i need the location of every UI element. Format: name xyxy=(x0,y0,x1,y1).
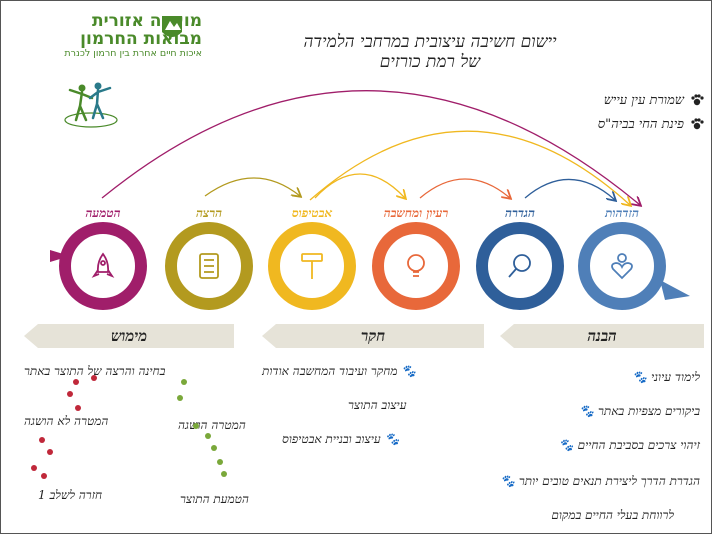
title-line1: יישום חשיבה עיצובית במרחבי הלמידה xyxy=(303,32,557,52)
list-item: לימוד עיוני 🐾 xyxy=(632,370,700,384)
process-diagram xyxy=(50,90,690,310)
stage-ring-define xyxy=(476,222,564,310)
logo-emblem xyxy=(162,16,182,37)
stage-ring-empathy xyxy=(578,222,690,310)
stage-label-ideate: רעיון ומחשבה xyxy=(383,206,449,220)
list-item: 🐾 מחקר ועיבוד המחשבה אודות xyxy=(262,364,417,378)
paw-icon: 🐾 xyxy=(401,364,417,378)
phase-band-research: חקר xyxy=(262,324,484,348)
arc-define-to-empathy xyxy=(524,178,615,200)
legend-label: פינת החי בביה"ס xyxy=(597,117,684,132)
checklist-icon xyxy=(199,253,219,279)
paw-icon: 🐾 xyxy=(632,370,648,384)
back-to-stage-1: חזרה לשלב 1 xyxy=(38,488,103,502)
paw-icon: 🐾 xyxy=(500,474,516,488)
paw-icon xyxy=(691,94,704,106)
phase-band-implementation: מימוש xyxy=(24,324,234,348)
paw-icon: 🐾 xyxy=(579,404,595,418)
logo-tagline: איכות חיים אחרת בין חרמון לכנרת xyxy=(64,48,202,59)
stage-ring-rollout xyxy=(50,222,147,310)
lightbulb-icon xyxy=(407,254,425,277)
list-item: ביקורים מצפיות באתר 🐾 xyxy=(579,404,700,418)
list-item: עיצוב התוצר xyxy=(348,398,407,412)
paw-icon xyxy=(691,118,704,130)
implement-product: הטמעת התוצר xyxy=(180,492,249,506)
stage-ring-test xyxy=(165,222,253,310)
title-line2: של רמת כורזים xyxy=(379,52,481,72)
legend-item-reserve: שמורת עין עייש xyxy=(598,92,704,108)
paw-trails xyxy=(31,375,227,479)
stage-label-prototype: אבטיפוס xyxy=(291,206,333,220)
legend-label: שמורת עין עייש xyxy=(603,93,684,108)
heart-person-icon xyxy=(611,253,633,280)
stage-ring-ideate xyxy=(372,222,460,310)
arc-ideate-to-define xyxy=(419,178,510,198)
stage-label-rollout: הטמעה xyxy=(85,206,121,220)
main-title: יישום חשיבה עיצובית במרחבי הלמידה של רמת… xyxy=(250,32,610,72)
list-item: 🐾 עיצוב ובניית אבטיפוס xyxy=(282,432,400,446)
dancers-illustration xyxy=(64,82,118,128)
stage-label-define: הגדרה xyxy=(505,206,535,220)
phase-band-understanding: הבנה xyxy=(500,324,704,348)
list-item: לרווחת בעלי החיים במקום xyxy=(551,508,674,522)
list-item: הגדרת הדרך ליצירת תנאים טובים יותר 🐾 xyxy=(500,474,700,488)
goal-not-achieved: המטרה לא הושגה xyxy=(24,414,109,428)
arc-test-to-prototype xyxy=(204,177,300,196)
list-item: זיהוי צרכים בסביבת החיים 🐾 xyxy=(558,438,700,452)
legend-item-petting-zoo: פינת החי בביה"ס xyxy=(598,116,704,132)
hammer-icon xyxy=(301,253,323,279)
magnifier-icon xyxy=(508,254,531,278)
rocket-icon xyxy=(91,252,115,278)
arc-rollout-to-empathy xyxy=(101,90,640,205)
stage-label-test: הרצה xyxy=(196,206,222,220)
implementation-top: בחינה והרצה של התוצר באתר xyxy=(24,364,166,378)
arc-prototype-to-empathy xyxy=(309,130,630,205)
paw-icon: 🐾 xyxy=(384,432,400,446)
paw-icon: 🐾 xyxy=(558,438,574,452)
legend: שמורת עין עייש פינת החי בביה"ס xyxy=(598,92,704,132)
stage-ring-prototype xyxy=(268,222,356,310)
arc-prototype-to-ideate xyxy=(314,173,405,198)
stage-label-empathy: הזדהות xyxy=(605,206,639,220)
